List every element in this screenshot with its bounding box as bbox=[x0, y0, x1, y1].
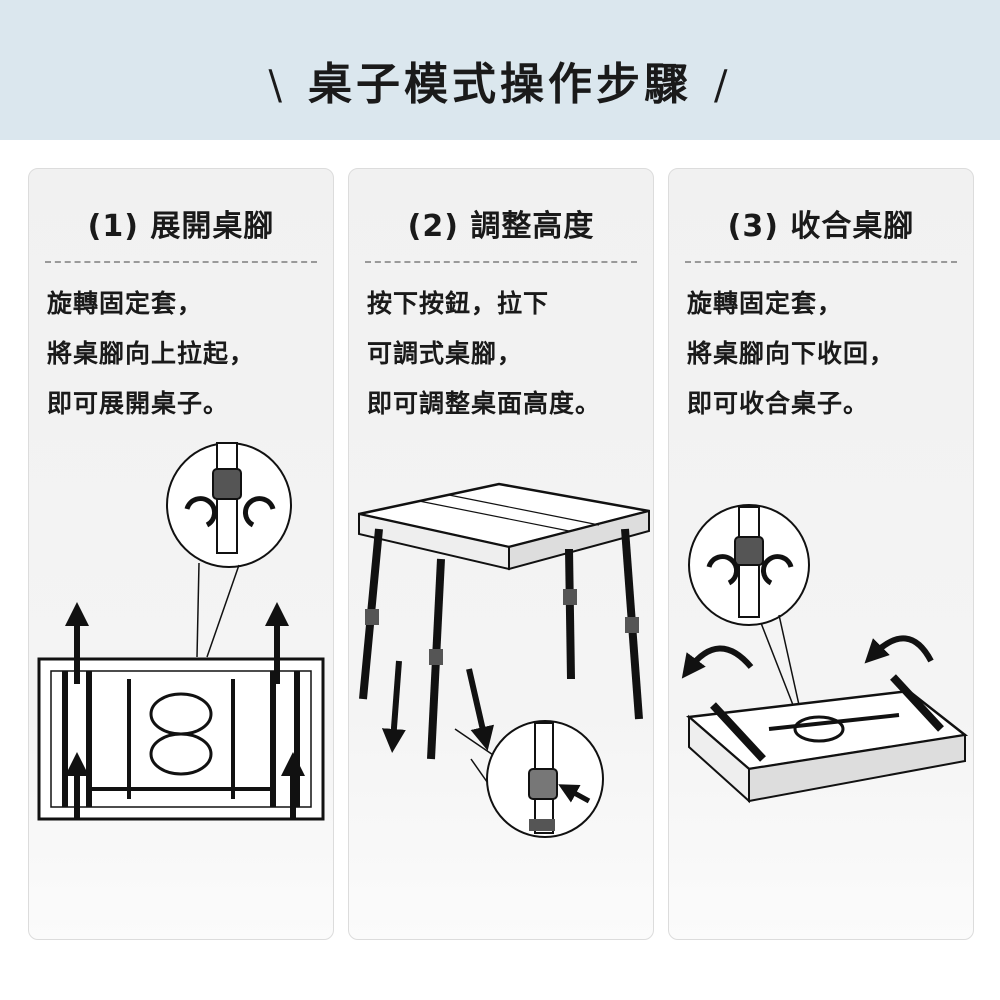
instruction-line: 按下按鈕，拉下 bbox=[367, 289, 550, 318]
step-instructions: 按下按鈕，拉下 可調式桌腳， 即可調整桌面高度。 bbox=[367, 279, 647, 429]
header-banner: \ 桌子模式操作步驟 / bbox=[0, 0, 1000, 140]
instruction-line: 旋轉固定套， bbox=[47, 289, 204, 318]
instruction-line: 即可展開桌子。 bbox=[47, 389, 230, 418]
instruction-line: 即可調整桌面高度。 bbox=[367, 389, 602, 418]
page-title: \ 桌子模式操作步驟 / bbox=[0, 48, 1000, 112]
step-instructions: 旋轉固定套， 將桌腳向上拉起， 即可展開桌子。 bbox=[47, 279, 327, 429]
title-slash-right: / bbox=[714, 63, 732, 109]
step-title: (3) 收合桌腳 bbox=[727, 209, 915, 244]
instruction-line: 即可收合桌子。 bbox=[687, 389, 870, 418]
table-folding-legs-down-icon bbox=[681, 504, 969, 804]
title-slash-left: \ bbox=[268, 63, 286, 109]
step-title: (1) 展開桌腳 bbox=[87, 209, 275, 244]
title-text: 桌子模式操作步驟 bbox=[308, 59, 692, 110]
step-card-1: (1) 展開桌腳 旋轉固定套， 將桌腳向上拉起， 即可展開桌子。 bbox=[28, 168, 334, 940]
dashed-divider bbox=[365, 261, 637, 263]
step-title: (2) 調整高度 bbox=[407, 209, 595, 244]
table-folded-legs-up-icon bbox=[37, 442, 325, 821]
instruction-line: 可調式桌腳， bbox=[367, 339, 524, 368]
instruction-line: 將桌腳向上拉起， bbox=[47, 339, 256, 368]
dashed-divider bbox=[45, 261, 317, 263]
step-card-3: (3) 收合桌腳 旋轉固定套， 將桌腳向下收回， 即可收合桌子。 bbox=[668, 168, 974, 940]
step-card-2: (2) 調整高度 按下按鈕，拉下 可調式桌腳， 即可調整桌面高度。 bbox=[348, 168, 654, 940]
instruction-line: 旋轉固定套， bbox=[687, 289, 844, 318]
table-standing-adjust-legs-icon bbox=[358, 482, 650, 838]
dashed-divider bbox=[685, 261, 957, 263]
step-instructions: 旋轉固定套， 將桌腳向下收回， 即可收合桌子。 bbox=[687, 279, 967, 429]
instruction-line: 將桌腳向下收回， bbox=[687, 339, 896, 368]
